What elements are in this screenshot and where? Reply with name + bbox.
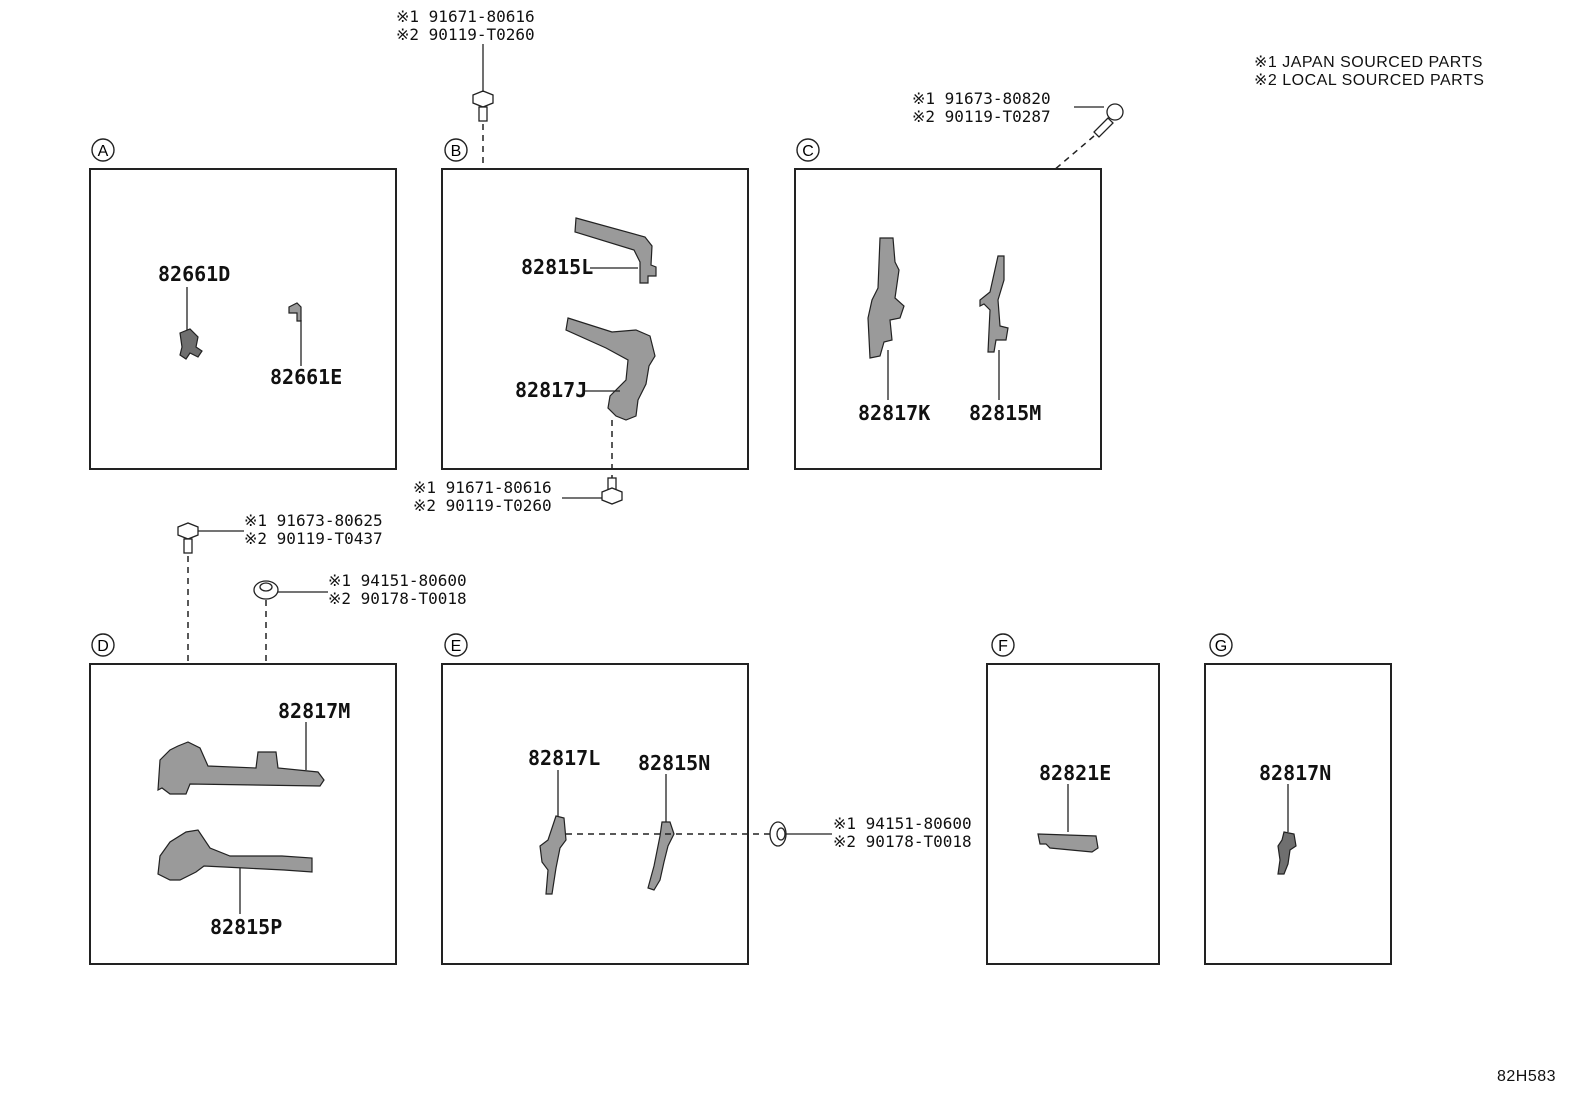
part-82815n-shape[interactable] bbox=[647, 821, 675, 891]
part-82661d-shape[interactable] bbox=[179, 328, 203, 360]
part-label-82815l[interactable]: 82815L bbox=[521, 255, 593, 279]
nut-d[interactable] bbox=[253, 580, 279, 600]
section-e-marker bbox=[444, 633, 468, 657]
bolt-c-top-japan-pn: ※1 91673-80820 bbox=[912, 89, 1051, 108]
section-b: ※1 91671-80616 ※2 90119-T0260 B 82815L 8… bbox=[396, 7, 749, 515]
bolt-b-bottom-local-pn: ※2 90119-T0260 bbox=[413, 496, 552, 515]
part-82817k-shape[interactable] bbox=[867, 237, 905, 359]
section-a-frame bbox=[89, 168, 397, 470]
section-f: F 82821E bbox=[986, 633, 1160, 965]
bolt-b-bottom-japan-pn: ※1 91671-80616 bbox=[413, 478, 552, 497]
bolt-d-local-pn: ※2 90119-T0437 bbox=[244, 529, 383, 548]
section-b-marker bbox=[444, 138, 468, 162]
part-label-82817k[interactable]: 82817K bbox=[858, 401, 930, 425]
section-c-frame bbox=[794, 168, 1102, 470]
bolt-b-top-japan-pn: ※1 91671-80616 bbox=[396, 7, 535, 26]
section-d-frame bbox=[89, 663, 397, 965]
part-82817l-shape[interactable] bbox=[539, 815, 567, 895]
part-82821e-shape[interactable] bbox=[1037, 833, 1099, 853]
section-c-letter: C bbox=[802, 143, 814, 160]
section-e: E 82817L 82815N ※1 94151-80600 ※2 90178-… bbox=[441, 633, 972, 965]
section-g: G 82817N bbox=[1204, 633, 1392, 965]
section-e-letter: E bbox=[451, 638, 462, 655]
section-c: ※1 91673-80820 ※2 90119-T0287 C 82817K 8… bbox=[794, 89, 1124, 470]
section-d-marker bbox=[91, 633, 115, 657]
bolt-d-japan-pn: ※1 91673-80625 bbox=[244, 511, 383, 530]
bolt-c-top[interactable] bbox=[1093, 103, 1124, 138]
bolt-d[interactable] bbox=[177, 522, 199, 554]
section-g-letter: G bbox=[1215, 638, 1227, 655]
nut-e[interactable] bbox=[769, 821, 787, 847]
nut-d-japan-pn: ※1 94151-80600 bbox=[328, 571, 467, 590]
section-g-marker bbox=[1209, 633, 1233, 657]
part-82661e-shape[interactable] bbox=[288, 302, 302, 322]
section-f-letter: F bbox=[998, 638, 1008, 655]
section-a: A 82661D 82661E bbox=[89, 138, 397, 470]
part-label-82815m[interactable]: 82815M bbox=[969, 401, 1041, 425]
section-g-frame bbox=[1204, 663, 1392, 965]
part-label-82817n[interactable]: 82817N bbox=[1259, 761, 1331, 785]
diagram-id: 82H583 bbox=[1497, 1068, 1556, 1085]
section-f-marker bbox=[991, 633, 1015, 657]
part-82817j-shape[interactable] bbox=[565, 317, 656, 421]
part-label-82817j[interactable]: 82817J bbox=[515, 378, 587, 402]
section-d-letter: D bbox=[97, 638, 109, 655]
part-label-82817l[interactable]: 82817L bbox=[528, 746, 600, 770]
legend-local-sourced: ※2 LOCAL SOURCED PARTS bbox=[1254, 72, 1484, 89]
bolt-b-top-local-pn: ※2 90119-T0260 bbox=[396, 25, 535, 44]
legend-japan-sourced: ※1 JAPAN SOURCED PARTS bbox=[1254, 54, 1483, 71]
part-label-82661e[interactable]: 82661E bbox=[270, 365, 342, 389]
part-82815p-shape[interactable] bbox=[157, 829, 313, 881]
section-e-frame bbox=[441, 663, 749, 965]
part-82817m-shape[interactable] bbox=[157, 741, 325, 795]
section-a-marker bbox=[91, 138, 115, 162]
part-label-82661d[interactable]: 82661D bbox=[158, 262, 230, 286]
part-82815m-shape[interactable] bbox=[979, 255, 1009, 353]
nut-e-local-pn: ※2 90178-T0018 bbox=[833, 832, 972, 851]
part-label-82817m[interactable]: 82817M bbox=[278, 699, 350, 723]
section-b-letter: B bbox=[451, 143, 462, 160]
nut-e-japan-pn: ※1 94151-80600 bbox=[833, 814, 972, 833]
section-c-marker bbox=[796, 138, 820, 162]
nut-d-local-pn: ※2 90178-T0018 bbox=[328, 589, 467, 608]
bolt-c-top-local-pn: ※2 90119-T0287 bbox=[912, 107, 1051, 126]
section-d: ※1 91673-80625 ※2 90119-T0437 ※1 94151-8… bbox=[89, 511, 467, 965]
part-label-82821e[interactable]: 82821E bbox=[1039, 761, 1111, 785]
part-label-82815n[interactable]: 82815N bbox=[638, 751, 710, 775]
part-82815l-shape[interactable] bbox=[574, 217, 657, 284]
section-f-frame bbox=[986, 663, 1160, 965]
bolt-b-bottom[interactable] bbox=[601, 477, 623, 505]
bolt-b-top[interactable] bbox=[472, 90, 494, 122]
part-82817n-shape[interactable] bbox=[1277, 831, 1297, 875]
section-a-letter: A bbox=[98, 143, 109, 160]
part-label-82815p[interactable]: 82815P bbox=[210, 915, 282, 939]
section-b-frame bbox=[441, 168, 749, 470]
